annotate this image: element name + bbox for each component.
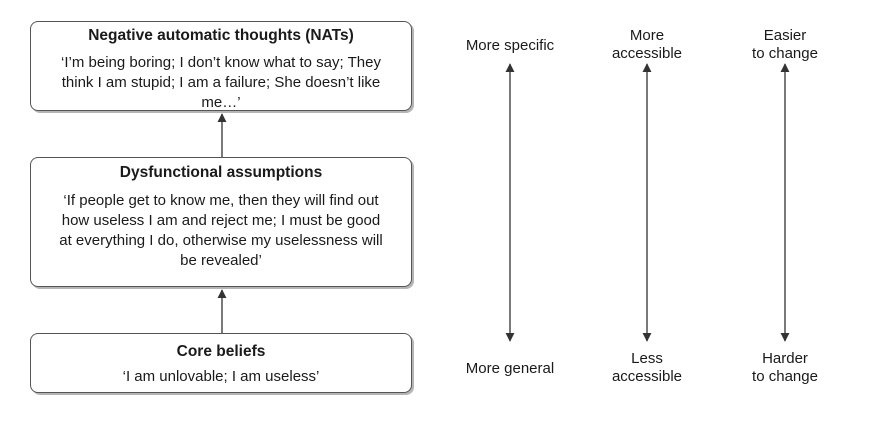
harder-to-change-line1: Harder: [762, 350, 808, 367]
more-general-label: More general: [465, 360, 555, 377]
more-accessible-line2: accessible: [611, 45, 683, 62]
dysfunctional-assumptions-title: Dysfunctional assumptions: [119, 164, 323, 181]
more-accessible-line1: More: [629, 27, 665, 44]
nats-box: Negative automatic thoughts (NATs) ‘I’m …: [30, 21, 412, 111]
core-beliefs-text: ‘I am unlovable; I am useless’: [122, 368, 320, 385]
core-beliefs-box: Core beliefs ‘I am unlovable; I am usele…: [30, 333, 412, 393]
harder-to-change-label: Harder to change: [730, 350, 840, 386]
less-accessible-label: Less accessible: [592, 350, 702, 386]
harder-to-change-line2: to change: [752, 368, 818, 385]
dysfunctional-assumptions-text: ‘If people get to know me, then they wil…: [59, 192, 383, 269]
less-accessible-line2: accessible: [611, 368, 683, 385]
more-accessible-label: More accessible: [592, 27, 702, 63]
core-beliefs-title: Core beliefs: [176, 343, 266, 360]
more-specific-label: More specific: [465, 37, 555, 54]
easier-to-change-label: Easier to change: [730, 27, 840, 63]
dysfunctional-assumptions-box: Dysfunctional assumptions ‘If people get…: [30, 157, 412, 287]
easier-to-change-line2: to change: [752, 45, 818, 62]
nats-text: ‘I’m being boring; I don’t know what to …: [61, 54, 381, 111]
nats-title: Negative automatic thoughts (NATs): [88, 27, 354, 44]
easier-to-change-line1: Easier: [763, 27, 807, 44]
less-accessible-line1: Less: [631, 350, 663, 367]
